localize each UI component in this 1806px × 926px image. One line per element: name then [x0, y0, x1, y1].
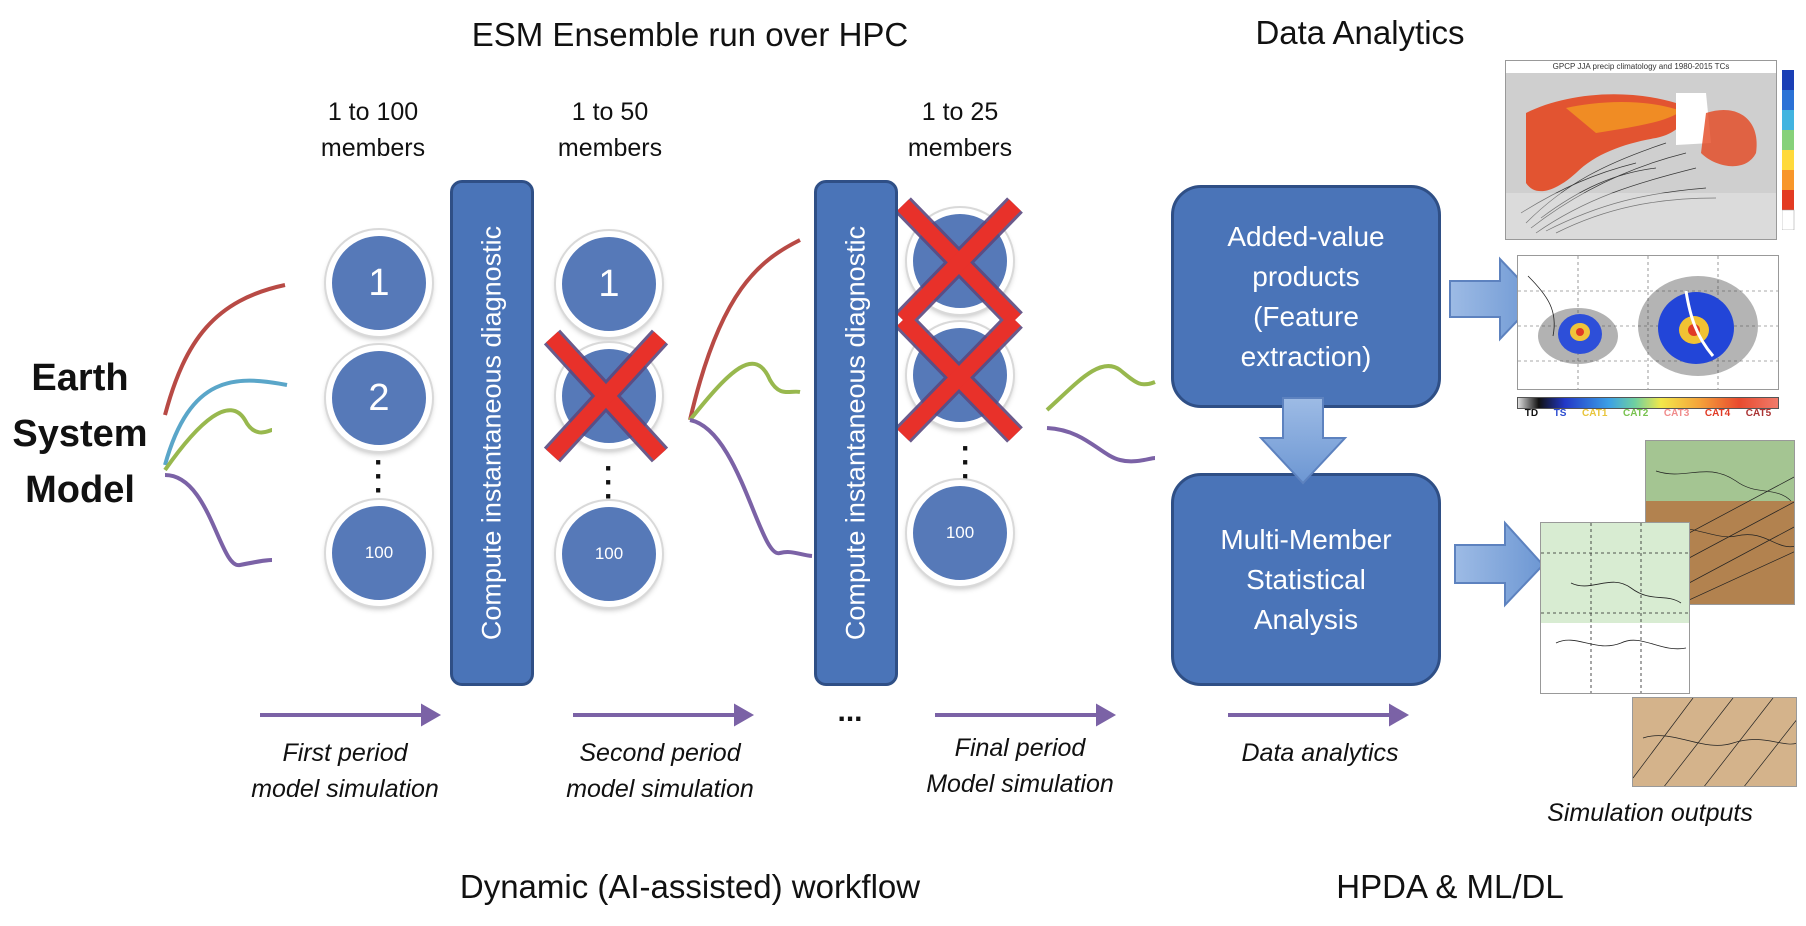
cross-mark: [546, 331, 666, 461]
period-line: Final period: [954, 734, 1086, 762]
member-node: 100: [907, 480, 1013, 586]
trajectory-red: [163, 283, 286, 416]
trajectory-green: [163, 408, 273, 472]
map-title: GPCP JJA precip climatology and 1980-201…: [1506, 61, 1776, 73]
member-node: 100: [556, 501, 662, 607]
trajectory-purple: [164, 473, 273, 567]
simulation-output-map: [1632, 697, 1797, 787]
box-line: Statistical: [1246, 563, 1366, 595]
cross-mark: [897, 199, 1021, 326]
period-line: model simulation: [566, 775, 754, 803]
cross-mark: [897, 314, 1021, 441]
box-line: extraction): [1240, 340, 1372, 372]
member-node: 1: [326, 230, 432, 336]
box-line: Added-value: [1227, 220, 1385, 252]
cyclone-feature-map: [1517, 255, 1779, 390]
ellipsis-vertical: ···: [374, 446, 384, 507]
stage-3-members-label: 1 to 25 members: [880, 94, 1040, 166]
box-line: products: [1252, 260, 1360, 292]
heading-ensemble: ESM Ensemble run over HPC: [471, 16, 909, 53]
map-colorbar: [1782, 70, 1795, 230]
member-node: 100: [326, 500, 432, 606]
arrowhead: [1096, 703, 1117, 727]
output-map-drawing: [1541, 523, 1689, 693]
category-label: CAT1: [1582, 408, 1608, 419]
statistical-analysis-box: Multi-Member Statistical Analysis: [1171, 473, 1441, 686]
period-label-first: First period model simulation: [230, 735, 460, 807]
trajectory-purple: [1046, 426, 1156, 464]
heading-hpda: HPDA & ML/DL: [1336, 868, 1564, 905]
category-label: CAT2: [1622, 408, 1649, 419]
added-value-products-box: Added-value products (Feature extraction…: [1171, 185, 1441, 408]
cyclone-category-labels: TD TS CAT1 CAT2 CAT3 CAT4 CAT5: [1517, 408, 1779, 422]
category-label: CAT5: [1745, 408, 1772, 419]
model-label-line: Earth: [31, 357, 129, 399]
category-label: CAT4: [1704, 408, 1731, 419]
cyclone-colorbar: [1517, 397, 1779, 413]
period-line: Data analytics: [1241, 739, 1399, 767]
trajectory-green: [688, 361, 801, 422]
members-line: members: [320, 134, 426, 162]
ellipsis-vertical: ···: [961, 432, 971, 493]
output-map-drawing: [1633, 698, 1796, 786]
heading-workflow: Dynamic (AI-assisted) workflow: [459, 868, 921, 905]
arrowhead: [421, 703, 442, 727]
ellipsis-vertical: ···: [604, 452, 614, 513]
tc-climatology-map: GPCP JJA precip climatology and 1980-201…: [1505, 60, 1777, 240]
members-line: 1 to 100: [327, 98, 419, 126]
category-label: CAT3: [1663, 408, 1690, 419]
period-line: Second period: [579, 739, 741, 767]
category-label: TS: [1553, 408, 1567, 419]
period-line: Model simulation: [926, 770, 1114, 798]
down-arrow: [1258, 397, 1348, 485]
diagnostic-bar-1: Compute instantaneous diagnostic: [450, 180, 534, 686]
simulation-outputs-caption: Simulation outputs: [1547, 799, 1753, 827]
ellipsis-horizontal: ...: [837, 695, 863, 728]
trajectory-green: [1045, 363, 1156, 412]
member-node: 1: [556, 231, 662, 337]
box-line: (Feature: [1253, 300, 1359, 332]
stage-1-members-label: 1 to 100 members: [293, 94, 453, 166]
stage-2-members-label: 1 to 50 members: [530, 94, 690, 166]
earth-system-model-label: Earth System Model: [0, 350, 160, 518]
members-line: members: [557, 134, 663, 162]
members-line: 1 to 25: [921, 98, 999, 126]
members-line: members: [907, 134, 1013, 162]
box-line: Analysis: [1253, 603, 1359, 635]
cyclone-drawing: [1518, 256, 1778, 389]
period-label-final: Final period Model simulation: [905, 730, 1135, 802]
box-line: Multi-Member: [1220, 523, 1392, 555]
category-label: TD: [1524, 408, 1539, 419]
period-line: First period: [282, 739, 408, 767]
tc-map-drawing: [1506, 73, 1776, 239]
heading-analytics: Data Analytics: [1255, 14, 1465, 51]
period-label-analytics: Data analytics: [1205, 735, 1435, 771]
simulation-output-map: [1540, 522, 1690, 694]
model-label-line: System: [12, 413, 148, 455]
trajectory-cyan: [163, 378, 288, 466]
arrowhead: [734, 703, 755, 727]
period-line: model simulation: [251, 775, 439, 803]
members-line: 1 to 50: [571, 98, 649, 126]
arrowhead: [1389, 703, 1410, 727]
member-node: 2: [326, 345, 432, 451]
diagnostic-bar-2: Compute instantaneous diagnostic: [814, 180, 898, 686]
trajectory-purple: [689, 418, 813, 558]
model-label-line: Model: [25, 469, 135, 511]
period-label-second: Second period model simulation: [545, 735, 775, 807]
right-arrow-to-outputs: [1454, 520, 1545, 608]
trajectory-red: [688, 238, 801, 421]
